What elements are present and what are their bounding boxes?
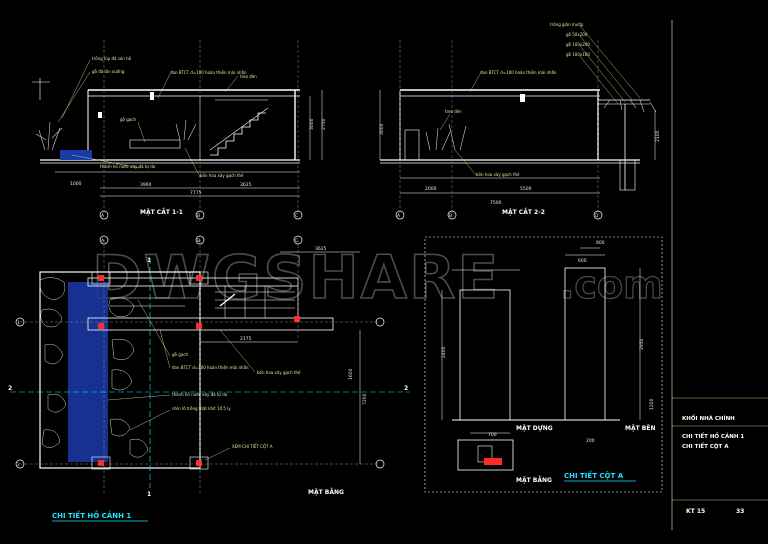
section-1-1	[32, 40, 323, 220]
grid-b-plan: B	[197, 238, 200, 244]
annotation-plan-brick: gỗ gạch	[172, 352, 188, 357]
title-block-building: KHỐI NHÀ CHÍNH	[682, 414, 735, 422]
watermark-suffix: .com	[560, 263, 663, 307]
title-block	[671, 20, 768, 530]
dim-s2-b: 5500	[520, 186, 532, 192]
annotation-s1-brick: gỗ gạch	[120, 117, 136, 122]
title-block-sheet-code: KT 15	[686, 508, 705, 515]
grid-c-s1: C	[295, 213, 298, 219]
annotation-s2-wood-2: gỗ 100x200	[566, 42, 590, 47]
annotation-s1-pond-wall: thành hồ nước xây đá tự do	[100, 164, 156, 169]
section-2-2	[379, 40, 657, 220]
annotation-s1-planter: bồn hoa xây gạch thẻ	[200, 173, 244, 178]
annotation-s2-wood-3: gỗ 100x100	[566, 52, 590, 57]
annotation-plan-see-column: XEM CHI TIẾT CỘT A	[232, 443, 273, 449]
annotation-s1-coral: trồng lúp đá san hô	[92, 56, 132, 61]
section-mark-1-bottom: 1	[147, 491, 151, 498]
dim-plan-top: 3625	[315, 246, 327, 252]
annotation-plan-pond-wall: thành hồ nước xây đá tự do	[172, 392, 228, 397]
dim-col-inner: 600	[578, 258, 587, 264]
annotation-plan-planter: bồn hoa xây gạch thẻ	[257, 370, 301, 375]
annotation-s1-lamp: treo đèn	[240, 74, 257, 79]
dim-plan-v1: 7200	[362, 393, 368, 405]
annotation-s2-wood-1: gỗ 50x200	[566, 32, 588, 37]
dim-s1-v1: 3000	[309, 118, 315, 130]
annotation-s1-stone: gỗ đá lân xưởng	[92, 69, 125, 74]
grid-a-s1: A	[101, 213, 105, 219]
title-block-line-2: CHI TIẾT CỘT A	[682, 442, 729, 450]
annotation-s1-slab: đan BTCT d=100 hoàn thiện mài nhẵn	[170, 70, 247, 75]
title-col-side: MẶT BÊN	[625, 424, 656, 432]
dim-s2-v2: 2100	[655, 130, 661, 142]
title-col-plan: MẶT BẰNG	[516, 476, 552, 484]
annotation-plan-planting: nhìn lô trồng thật khít 10.5 ly	[172, 406, 231, 411]
dim-col-v2: 2950	[639, 338, 645, 350]
dim-col-v3: 1200	[649, 398, 655, 410]
grid-d-s2: D	[595, 213, 599, 219]
annotation-s2-vine: trồng giàn mướp	[550, 22, 584, 27]
dim-s2-total: 7500	[490, 200, 502, 206]
grid-1-plan: 1	[17, 320, 20, 326]
title-col-elevation: MẶT DỰNG	[516, 425, 553, 432]
title-plan: MẶT BẰNG	[308, 488, 344, 496]
grid-b-s1: B	[197, 213, 200, 219]
dim-s1-b: 3960	[140, 182, 152, 188]
dim-plan-mid: 2175	[240, 336, 252, 342]
annotation-s2-planter: bồn hoa xây gạch thẻ	[476, 172, 520, 177]
grid-c-plan: C	[295, 238, 298, 244]
grid-2-plan: 2	[17, 462, 20, 468]
dim-col-v1: 2400	[441, 346, 447, 358]
annotation-s2-slab: đan BTCT d=100 hoàn thiện mài nhẵn	[480, 70, 557, 75]
dim-s2-a: 2000	[425, 186, 437, 192]
section-mark-2-right: 2	[404, 385, 408, 392]
dim-col-w: 800	[596, 240, 605, 246]
column-detail-a	[424, 236, 663, 493]
title-block-line-1: CHI TIẾT HỒ CẢNH 1	[682, 431, 744, 440]
dim-s1-v2: 2750	[321, 118, 327, 130]
grid-b-s2: B	[449, 213, 452, 219]
grid-a-plan: A	[101, 238, 105, 244]
dim-plan-v2: 1600	[348, 368, 354, 380]
title-block-page-number: 33	[736, 508, 744, 515]
dim-col-p1: 700	[488, 432, 497, 438]
title-pond-detail: CHI TIẾT HỒ CẢNH 1	[52, 510, 131, 520]
section-mark-1-top: 1	[147, 257, 151, 264]
dim-col-p2: 200	[586, 438, 595, 444]
section-mark-2-left: 2	[8, 385, 12, 392]
dim-s1-a: 1000	[70, 181, 82, 187]
title-column-detail: CHI TIẾT CỘT A	[564, 470, 624, 480]
dim-s2-v1: 3000	[379, 123, 385, 135]
dim-s1-c: 3625	[240, 182, 252, 188]
plan-view	[10, 235, 410, 495]
dim-s1-total: 7775	[190, 190, 202, 196]
annotation-plan-slab: đan BTCT d=100 hoàn thiện mài nhẵn	[172, 365, 249, 370]
grid-a-s2: A	[397, 213, 401, 219]
annotation-s2-lamp: treo đèn	[445, 109, 462, 114]
title-section-1-1: MẶT CẮT 1-1	[140, 208, 183, 216]
title-section-2-2: MẶT CẮT 2-2	[502, 208, 545, 216]
